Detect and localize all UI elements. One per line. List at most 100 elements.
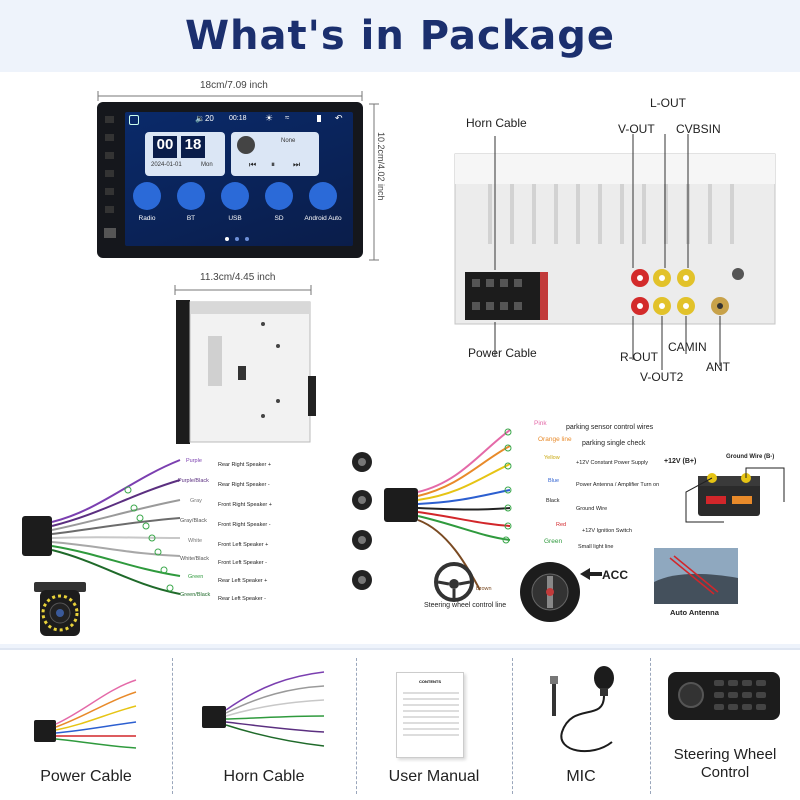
battery-ground-label: Ground Wire (B-) (726, 454, 775, 460)
stereo-front-unit: 🔉20 00:18 ☀ ≈ ↶ 00 18 2024-01-01 Mon Non… (97, 102, 363, 258)
cvbsin-label: CVBSIN (676, 122, 721, 136)
wire-label-ignition: +12V Ignition Switch (582, 528, 632, 534)
page-title: What's in Package (184, 13, 616, 59)
wire-color-white: White (188, 538, 203, 544)
wire-color-blue: Blue (548, 478, 560, 484)
package-item-mic: MIC (512, 656, 650, 796)
date-text: 2024-01-01 (151, 162, 182, 168)
android-auto-icon[interactable] (309, 182, 337, 210)
side-buttons (100, 112, 120, 248)
package-label-steering-wheel-control: Steering Wheel Control (673, 746, 777, 781)
usb-icon[interactable] (221, 182, 249, 210)
package-label-user-manual: User Manual (388, 768, 480, 785)
package-item-horn-cable: Horn Cable (172, 656, 356, 796)
wire-label-small-light: Small light line (578, 544, 614, 550)
volume-readout: 🔉20 (195, 114, 214, 123)
product-diagram-panel: 18cm/7.09 inch 10.2cm/4.02 inch 🔉20 00:1… (0, 72, 800, 644)
wire-color-gray-black: Gray/Black (180, 518, 207, 524)
remote-buttons (714, 680, 766, 710)
stereo-side-view (176, 300, 316, 444)
wire-label-parking-check: parking single check (582, 440, 646, 447)
steering-wheel-label: Steering wheel control line (424, 602, 507, 609)
day-text: Mon (201, 162, 213, 168)
divider (172, 658, 173, 794)
wire-color-orange: Orange line (538, 436, 572, 443)
back-icon[interactable]: ↶ (335, 113, 343, 123)
sd-card-icon[interactable] (265, 182, 293, 210)
clock-minute: 18 (181, 136, 205, 158)
wire-color-green-black: Green/Black (180, 592, 211, 598)
wire-color-green: Green (188, 574, 204, 580)
app-label-radio: Radio (138, 215, 156, 222)
divider (356, 658, 357, 794)
stereo-back-panel (454, 134, 776, 370)
play-pause-icon[interactable]: ⏸ (271, 160, 275, 169)
power-wiring-diagram (384, 428, 512, 591)
next-icon[interactable]: ⏭ (293, 160, 301, 169)
prev-icon[interactable]: ⏮ (249, 160, 257, 169)
steering-wheel-icon (434, 562, 474, 602)
wire-color-yellow: Yellow (544, 455, 560, 461)
wire-color-purple-black: Purple/Black (178, 478, 209, 484)
app-label-usb: USB (228, 215, 242, 222)
music-status: None (281, 138, 296, 144)
app-label-sd: SD (274, 215, 284, 222)
horn-cable-icon (202, 671, 325, 747)
clock-hour: 00 (153, 136, 177, 158)
wire-label-front-left-plus: Front Left Speaker + (218, 542, 269, 548)
package-label-power-cable: Power Cable (40, 768, 132, 785)
battery-icon (685, 467, 785, 523)
wire-label-rear-right-minus: Rear Right Speaker - (218, 482, 270, 488)
package-label-horn-cable: Horn Cable (223, 768, 305, 785)
package-label-mic: MIC (566, 768, 596, 785)
wire-label-rear-left-minus: Rear Left Speaker - (218, 596, 266, 602)
height-dimension-line (369, 103, 379, 261)
wifi-icon[interactable]: ≈ (285, 113, 290, 122)
acc-label: ACC (602, 568, 628, 582)
divider (512, 658, 513, 794)
wire-label-rear-right-plus: Rear Right Speaker + (218, 462, 272, 468)
wire-color-brown: Brown (476, 586, 492, 592)
remote-dpad (678, 682, 704, 708)
wire-color-green-power: Green (544, 538, 563, 545)
user-manual-icon: CONTENTS (396, 672, 464, 758)
battery-plus-label: +12V (B+) (664, 458, 697, 465)
package-contents: Power Cable Horn Cable CONTENTS (0, 648, 800, 800)
brightness-icon[interactable]: ☀ (265, 113, 274, 123)
wire-color-red: Red (556, 522, 567, 528)
package-item-user-manual: CONTENTS User Manual (356, 656, 512, 796)
wire-label-front-right-plus: Front Right Speaker + (218, 502, 272, 508)
wire-label-parking-sensor: parking sensor control wires (566, 424, 654, 431)
page-dots (225, 237, 249, 241)
package-item-power-cable: Power Cable (0, 656, 172, 796)
music-widget: None ⏮ ⏸ ⏭ (231, 132, 319, 176)
app-label-bt: BT (186, 215, 196, 222)
header: What's in Package (0, 0, 800, 72)
v-out2-label: V-OUT2 (640, 370, 684, 384)
ant-label: ANT (706, 360, 730, 374)
package-item-steering-wheel-control: Steering Wheel Control (650, 656, 800, 796)
wire-label-front-right-minus: Front Right Speaker - (218, 522, 271, 528)
bluetooth-icon[interactable] (177, 182, 205, 210)
l-out-label: L-OUT (650, 96, 686, 110)
acc-arrow (580, 568, 602, 580)
speaker-wiring-diagram (22, 452, 372, 595)
app-row: Radio BT USB SD Android Auto (125, 182, 353, 228)
wire-color-pink: Pink (534, 420, 547, 427)
app-label-android-auto: Android Auto (304, 215, 342, 222)
radio-icon[interactable] (133, 182, 161, 210)
stereo-screen: 🔉20 00:18 ☀ ≈ ↶ 00 18 2024-01-01 Mon Non… (125, 112, 353, 246)
card-icon (317, 115, 321, 122)
wire-color-black: Black (546, 498, 560, 504)
ignition-switch-icon (520, 562, 580, 622)
home-icon[interactable] (129, 115, 139, 125)
side-width-label: 11.3cm/4.45 inch (200, 272, 276, 283)
wire-color-purple: Purple (186, 458, 202, 464)
mic-icon (550, 666, 614, 753)
v-out-label: V-OUT (618, 122, 655, 136)
power-cable-icon (34, 679, 137, 749)
clock-widget: 00 18 2024-01-01 Mon (145, 132, 225, 176)
wire-label-front-left-minus: Front Left Speaker - (218, 560, 267, 566)
wire-label-power-antenna: Power Antenna / Amplifier Turn on (576, 482, 660, 488)
manual-heading: CONTENTS (419, 679, 441, 684)
